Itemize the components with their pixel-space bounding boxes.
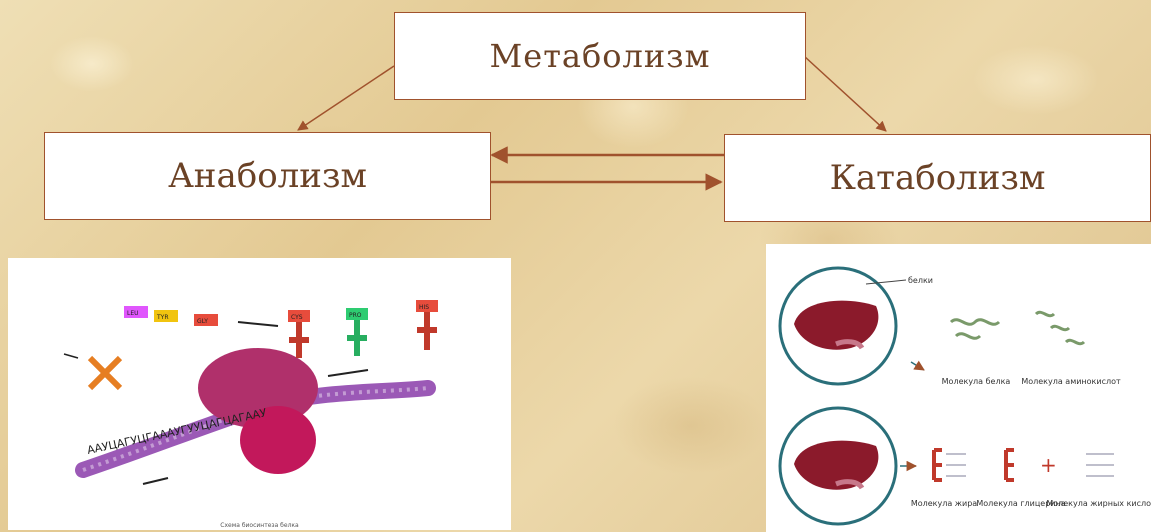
fatty-acid-molecule-label: Молекула жирных кислот (1046, 499, 1151, 508)
proteins-label: белки (908, 276, 933, 285)
amino-acid-label: GLY (197, 318, 208, 325)
glycerol-molecule-icon (1006, 450, 1014, 480)
amino-acid-label: PRO (349, 312, 362, 319)
trna-molecule: CYS (288, 310, 310, 358)
peptide-chain: LEU TYR GLY (124, 306, 218, 326)
anabolism-box: Анаболизм (44, 132, 491, 220)
illustration-caption: Схема биосинтеза белка (8, 522, 511, 530)
fat-molecule-icon (934, 450, 942, 480)
breakdown-diagram: белки Молекула белка Молекула аминокисло… (766, 244, 1151, 532)
anabolism-label: Анаболизм (168, 156, 367, 196)
metabolism-box: Метаболизм (394, 12, 806, 100)
amino-acid-label: TYR (156, 314, 169, 321)
mrna-sequence: АAУЦАГУЦГАААУГУУЦАГЦАГААУ (86, 406, 268, 457)
amino-acid-label: HIS (419, 304, 429, 311)
protein-coil (951, 320, 999, 339)
catabolism-box: Катаболизм (724, 134, 1151, 222)
metabolism-label: Метаболизм (489, 37, 710, 75)
arrow-meta-to-ana (298, 66, 394, 130)
trna-molecule: PRO (346, 308, 368, 356)
amino-acid-molecule-label: Молекула аминокислот (1021, 377, 1121, 386)
amino-acid-coil (1036, 312, 1084, 343)
departing-trna (90, 358, 120, 388)
arrow-meta-to-kata (804, 56, 886, 131)
trna-molecule: HIS (416, 300, 438, 350)
amino-acid-label: CYS (291, 314, 303, 321)
fat-molecule-label: Молекула жира (911, 499, 977, 508)
plus-sign: + (1040, 453, 1057, 477)
protein-molecule-label: Молекула белка (942, 377, 1011, 386)
protein-synthesis-illustration: АAУЦАГУЦГАААУГУУЦАГЦАГААУ LEU TYR GLY CY… (8, 258, 511, 530)
amino-acid-label: LEU (127, 310, 139, 317)
food-breakdown-illustration: белки Молекула белка Молекула аминокисло… (766, 244, 1151, 532)
ribosome-diagram: АAУЦАГУЦГАААУГУУЦАГЦАГААУ LEU TYR GLY CY… (8, 258, 511, 530)
catabolism-label: Катаболизм (830, 158, 1046, 198)
fatty-acid-icon (1086, 454, 1114, 476)
